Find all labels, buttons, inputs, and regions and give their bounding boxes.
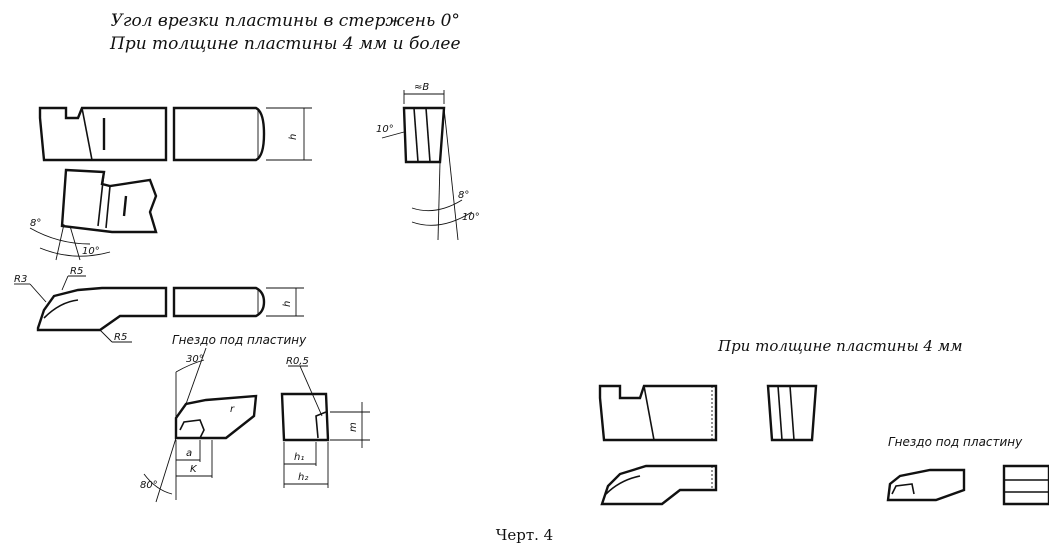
label-angle-30: 30° bbox=[186, 354, 204, 365]
caption-seat-2: Гнездо под пластину bbox=[888, 435, 1023, 449]
caption-main-line2: При толщине пластины 4 мм и более bbox=[110, 34, 461, 54]
seat-detail-left: Гнездо под пластину 30° r a K 80° bbox=[140, 333, 307, 503]
label-k: K bbox=[190, 464, 198, 475]
caption-main: Угол врезки пластины в стержень 0° При т… bbox=[110, 10, 461, 56]
label-angle-8b: 8° bbox=[30, 218, 41, 229]
thin-seat-detail: Гнездо под пластину bbox=[886, 435, 1049, 506]
tool-end-view: ≈B 10° 8° 10° bbox=[376, 82, 480, 241]
caption-seat-1: Гнездо под пластину bbox=[172, 333, 307, 347]
label-angle-10a: 10° bbox=[376, 124, 394, 135]
thin-insert-side-view bbox=[598, 384, 718, 442]
seat-cross-section: R0,5 m h₁ h₂ bbox=[280, 356, 370, 488]
label-r5a: R5 bbox=[70, 266, 83, 277]
label-h1: h bbox=[288, 134, 299, 140]
label-angle-10c: 10° bbox=[82, 246, 100, 257]
caption-main-line1: Угол врезки пластины в стержень 0° bbox=[110, 11, 460, 31]
label-r5b: R5 bbox=[114, 332, 127, 343]
label-angle-10b: 10° bbox=[462, 212, 480, 223]
label-r05: R0,5 bbox=[286, 356, 309, 367]
thin-insert-plan-view bbox=[600, 464, 718, 506]
tool-side-view: h bbox=[38, 106, 312, 162]
tool-plan-view: h R3 R5 R5 bbox=[14, 266, 304, 343]
label-r: r bbox=[230, 404, 235, 415]
label-angle-8a: 8° bbox=[458, 190, 469, 201]
label-h-1: h₁ bbox=[294, 452, 304, 463]
label-approx-b: ≈B bbox=[414, 82, 429, 93]
caption-thin-insert: При толщине пластины 4 мм bbox=[718, 337, 963, 355]
tool-head-detail: 8° 10° bbox=[29, 168, 158, 261]
label-h-2: h₂ bbox=[298, 472, 308, 483]
figure-caption: Черт. 4 bbox=[495, 526, 554, 544]
label-r3: R3 bbox=[14, 274, 27, 285]
thin-insert-end-view bbox=[766, 384, 818, 442]
label-a: a bbox=[186, 448, 192, 459]
label-h2: h bbox=[282, 301, 293, 307]
label-angle-80: 80° bbox=[140, 480, 158, 491]
label-m: m bbox=[348, 422, 359, 432]
